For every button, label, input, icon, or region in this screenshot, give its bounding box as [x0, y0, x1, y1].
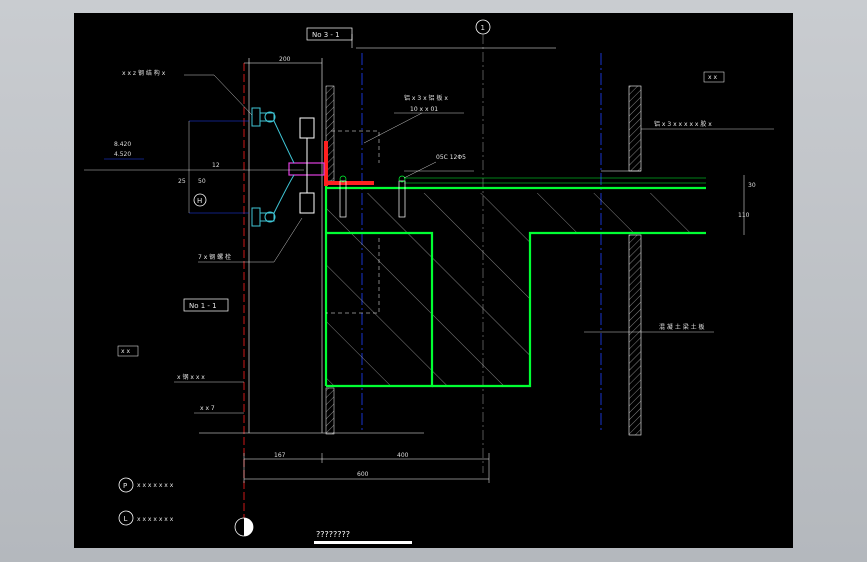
svg-text:600: 600	[357, 471, 369, 478]
svg-text:x x x x x x x: x x x x x x x	[137, 482, 174, 489]
callout-8: x x	[121, 348, 130, 355]
svg-text:12: 12	[212, 162, 220, 169]
anchor-bolts	[339, 175, 406, 218]
svg-text:x x x x x x x: x x x x x x x	[137, 516, 174, 523]
legend-P: P x x x x x x x	[118, 477, 174, 493]
dim-200: 200	[244, 56, 322, 64]
svg-text:4.520: 4.520	[114, 151, 131, 158]
callout-5: 铝 x 3 x x x x x 胶 x	[654, 120, 712, 128]
left-wall-lower	[325, 387, 335, 435]
svg-text:200: 200	[279, 56, 291, 63]
callout-7: x x	[708, 74, 717, 81]
svg-text:30: 30	[748, 182, 756, 189]
svg-text:167: 167	[274, 452, 286, 459]
callout-1: x x z 钢 结 构 x	[122, 69, 166, 77]
detail-tag-top: No 3 - 1	[306, 27, 556, 49]
elevation-marks: 8.420 4.520 25 50 12	[84, 120, 304, 214]
bottom-caption: ????????	[314, 530, 412, 544]
callout-10: x x 7	[200, 405, 215, 412]
cad-drawing: 1	[84, 19, 774, 544]
callout-11: 混 凝 土 梁 土 板	[659, 323, 705, 331]
svg-text:????????: ????????	[316, 530, 350, 539]
callout-9: x 钢 x x x	[177, 373, 205, 381]
svg-text:110: 110	[738, 212, 750, 219]
legend-L: L x x x x x x x	[118, 510, 174, 526]
dim-bottom: 167 400 600	[243, 452, 490, 483]
dim-right: 30 110	[738, 175, 756, 235]
callout-2: 铝 x 3 x 铝 板 x	[404, 94, 448, 102]
svg-text:No 3 - 1: No 3 - 1	[312, 31, 340, 39]
svg-text:H: H	[197, 197, 202, 205]
concrete-slab	[324, 177, 706, 388]
axis-number: 1	[481, 24, 485, 32]
callout-4: 05C 12Φ5	[436, 154, 466, 161]
svg-text:P: P	[123, 482, 127, 490]
svg-text:L: L	[124, 515, 128, 523]
section-mark	[234, 517, 254, 537]
drawing-sheet: 1	[74, 13, 793, 548]
svg-text:No 1 - 1: No 1 - 1	[189, 302, 217, 310]
svg-text:50: 50	[198, 178, 206, 185]
spider-fitting	[251, 107, 315, 227]
svg-text:8.420: 8.420	[114, 141, 131, 148]
callout-6: 7 x 钢 螺 栓	[198, 253, 231, 261]
svg-text:400: 400	[397, 452, 409, 459]
grid-bubble-H: H	[193, 193, 207, 207]
right-wall	[601, 85, 642, 436]
detail-tag-mid: No 1 - 1	[183, 298, 229, 312]
svg-text:25: 25	[178, 178, 186, 185]
callout-3: 10 x x 01	[410, 106, 438, 113]
